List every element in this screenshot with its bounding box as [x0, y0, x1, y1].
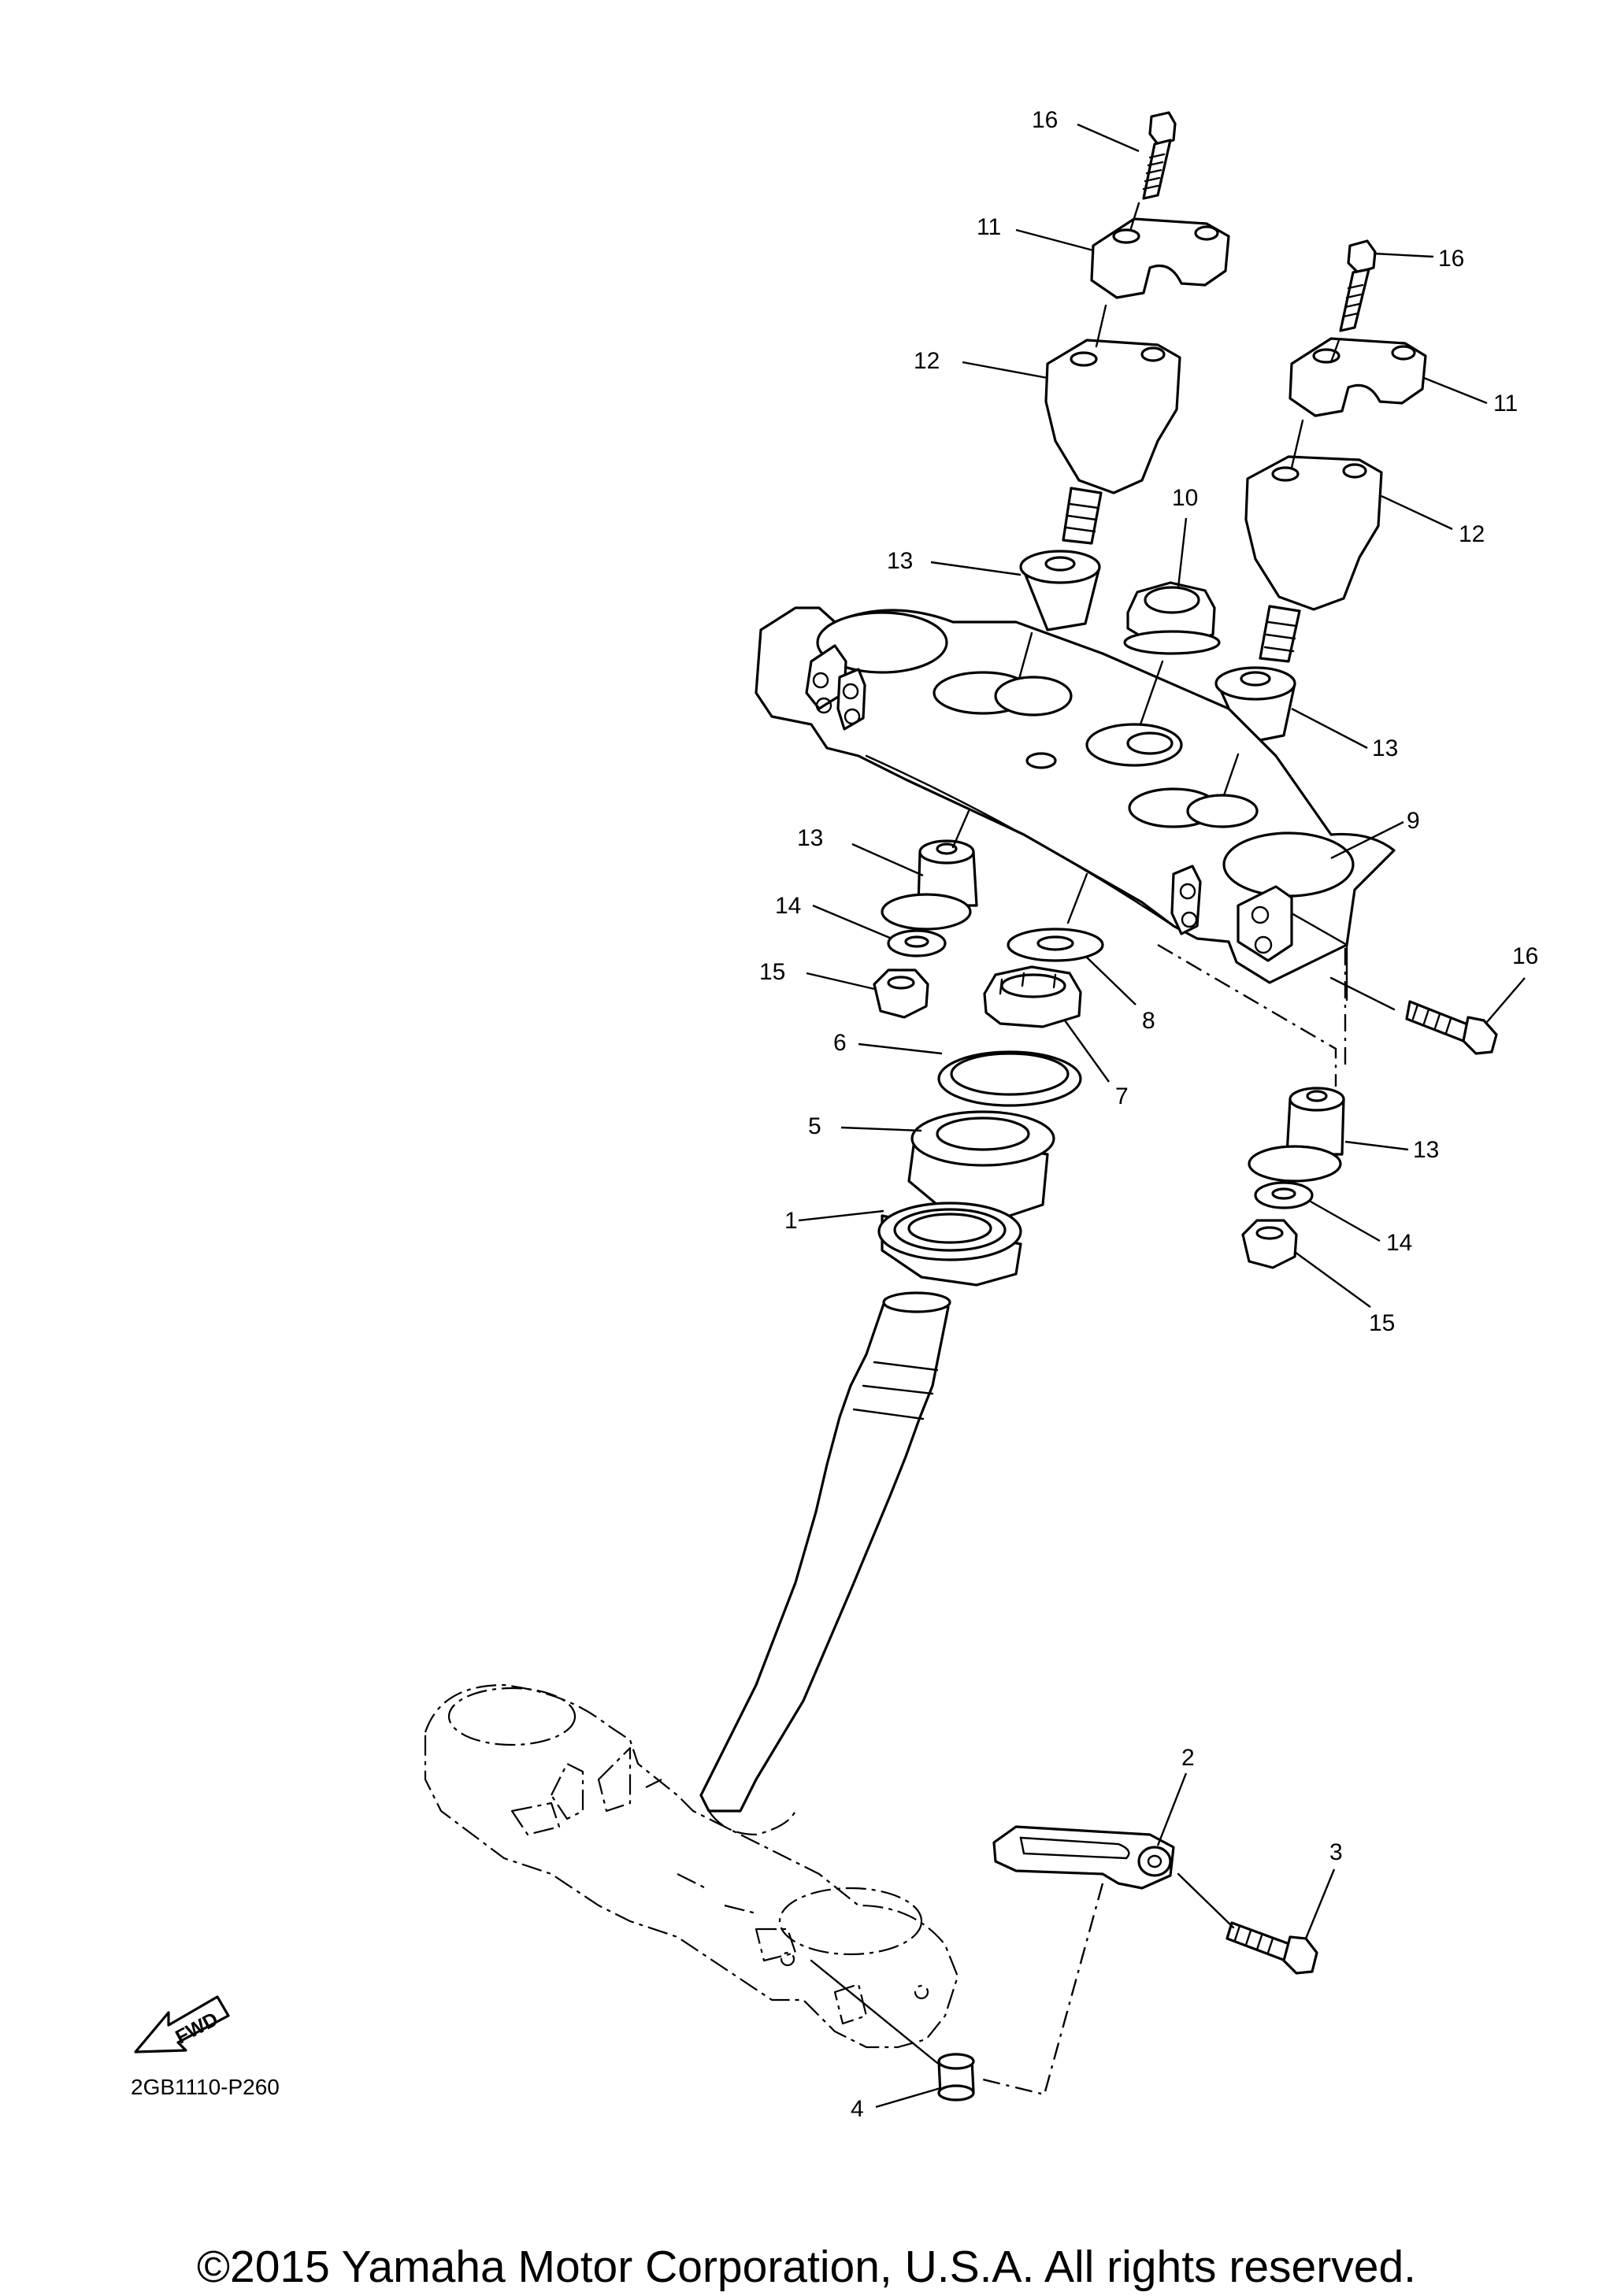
callout-16: 16: [1512, 943, 1538, 969]
bolt-16-upper-right: [1339, 239, 1377, 332]
callout-6: 6: [833, 1030, 847, 1056]
steering-stem: [699, 1291, 951, 1813]
bolt-16-upper-left: [1142, 111, 1177, 200]
washer-14-left: [887, 929, 947, 957]
callout-2: 2: [1181, 1745, 1195, 1771]
callout-12: 12: [1459, 521, 1485, 547]
bearing-1: [877, 1202, 1022, 1287]
fwd-arrow-icon: FWD: [134, 1995, 230, 2053]
seal-6: [937, 1050, 1082, 1107]
callouts: 16 11 16 12 11 10 12 13 13 9 13 14 15 16…: [759, 107, 1538, 2122]
damper-13-upper-left: [1019, 550, 1101, 631]
callout-16: 16: [1032, 107, 1058, 133]
copyright-notice: ©2015 Yamaha Motor Corporation, U.S.A. A…: [197, 2242, 1416, 2292]
cable-guide-2: [992, 1825, 1175, 1890]
washer-14-right: [1254, 1181, 1314, 1209]
washer-8: [1007, 928, 1104, 962]
damper-13-upper-right: [1214, 666, 1296, 745]
callout-3: 3: [1329, 1839, 1343, 1865]
handlebar-clamp-11-left: [1090, 217, 1230, 299]
callout-7: 7: [1115, 1083, 1129, 1109]
handlebar-holder-12-right: [1244, 455, 1383, 663]
nut-15-right: [1241, 1219, 1298, 1269]
leader-lines: [798, 123, 1526, 2109]
callout-5: 5: [808, 1113, 821, 1139]
callout-13: 13: [797, 825, 823, 851]
diagram-code: 2GB1110-P260: [131, 2075, 280, 2099]
callout-13: 13: [1372, 735, 1398, 761]
callout-9: 9: [1407, 808, 1420, 834]
upper-bracket-9: [755, 606, 1396, 984]
callout-4: 4: [851, 2096, 864, 2122]
under-bracket-phantom: [424, 1683, 959, 2049]
callout-15: 15: [1369, 1310, 1395, 1336]
callout-13: 13: [1413, 1137, 1439, 1163]
steering-nut-10: [1123, 581, 1221, 655]
collar-4: [937, 2053, 975, 2102]
bolt-3: [1226, 1921, 1318, 1975]
callout-11: 11: [1493, 391, 1518, 417]
callout-14: 14: [775, 893, 801, 919]
callout-15: 15: [759, 959, 785, 985]
callout-12: 12: [914, 348, 940, 374]
callout-1: 1: [784, 1208, 798, 1234]
damper-13-mid-left: [881, 839, 978, 931]
ring-nut-7: [983, 965, 1082, 1028]
callout-14: 14: [1386, 1230, 1412, 1256]
handlebar-holder-12-left: [1044, 339, 1181, 545]
nut-15-left: [873, 968, 929, 1019]
callout-16: 16: [1438, 246, 1464, 272]
callout-13: 13: [887, 548, 913, 574]
bearing-race-5: [907, 1110, 1055, 1220]
callout-11: 11: [977, 214, 1001, 240]
handlebar-clamp-11-right: [1289, 337, 1427, 417]
callout-10: 10: [1172, 485, 1198, 511]
callout-8: 8: [1142, 1008, 1155, 1034]
bolt-16-bracket: [1405, 1000, 1498, 1055]
assembly-lines: [810, 202, 1396, 2096]
damper-13-lower-right: [1248, 1087, 1345, 1183]
